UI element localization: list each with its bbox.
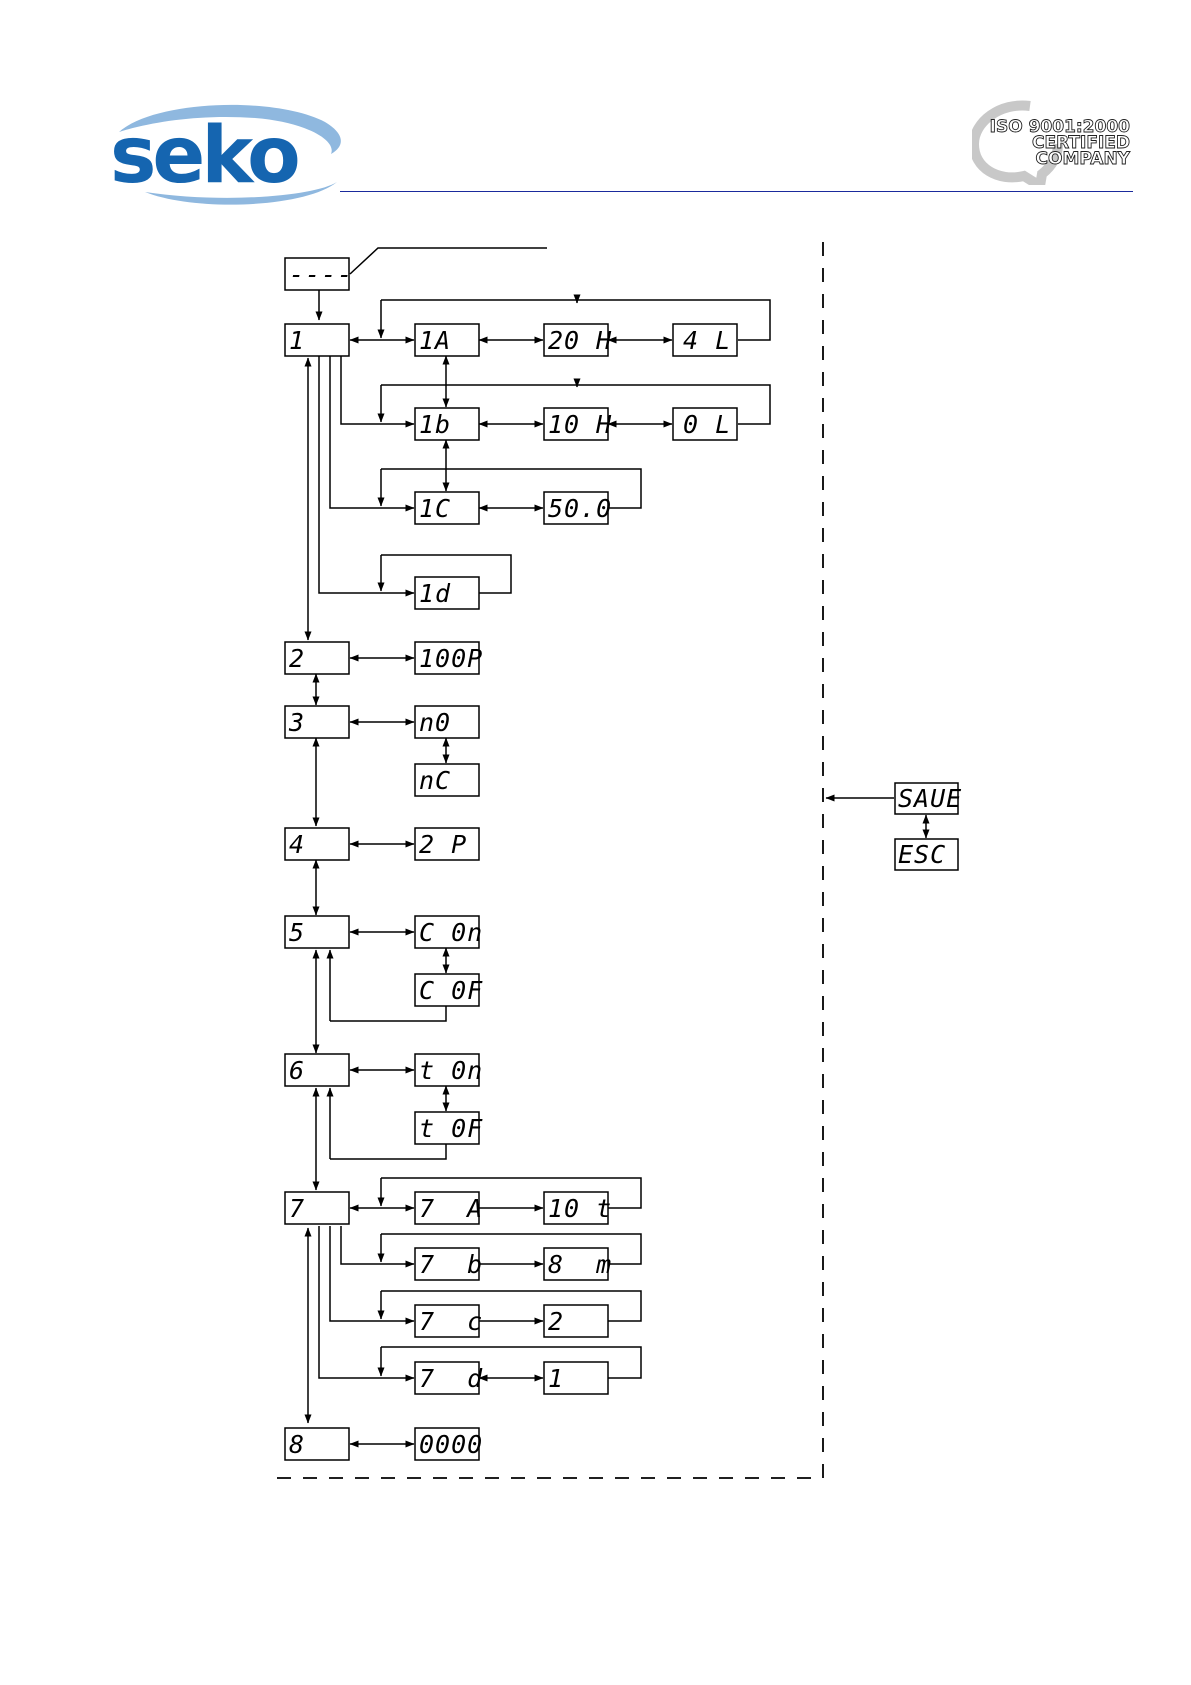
display-esc-label: ESC [898,840,946,869]
display-7d: 7 d [415,1362,483,1394]
display-7b-label: 7 b [419,1250,483,1279]
display-1b-high: 10 H [544,408,612,440]
display-7d-value: 1 [544,1362,608,1394]
display-menu-5: 5 [285,916,349,948]
display-3-nc-label: nC [419,766,451,795]
display-1a-high-label: 20 H [548,326,612,355]
display-8-value: 0000 [415,1428,483,1460]
display-7c-value: 2 [544,1305,608,1337]
display-5-off-label: C 0F [419,976,483,1005]
display-1b: 1b [415,408,479,440]
display-1b-low: 0 L [673,408,737,440]
display-1b-low-label: 0 L [683,410,731,439]
display-4-value-label: 2 P [419,830,467,859]
display-1c: 1C [415,492,479,524]
display-3-nc: nC [415,764,479,796]
display-7c: 7 c [415,1305,483,1337]
display-menu-6: 6 [285,1054,349,1086]
display-6-on-label: t 0n [419,1056,483,1085]
display-6-on: t 0n [415,1054,483,1086]
display-menu-3-label: 3 [288,708,305,737]
display-menu-2: 2 [285,642,349,674]
display-menu-4-label: 4 [289,830,305,859]
display-3-no-label: n0 [419,708,451,737]
display-7b-value: 8 m [544,1248,612,1280]
display-1a-low: 4 L [673,324,737,356]
display-5-on: C 0n [415,916,483,948]
display-menu-8-label: 8 [289,1430,305,1459]
display-7c-value-label: 2 [548,1307,564,1336]
display-3-no: n0 [415,706,479,738]
display-6-off-label: t 0F [419,1114,483,1143]
display-save: SAUE [895,783,962,814]
display-7c-label: 7 c [419,1307,483,1336]
display-1a-high: 20 H [544,324,612,356]
display-5-on-label: C 0n [419,918,483,947]
display-7a-value: 10 t [544,1192,612,1224]
display-menu-1-label: 1 [289,326,305,355]
display-6-off: t 0F [415,1112,483,1144]
start-pointer-line [350,248,547,274]
display-save-label: SAUE [898,784,962,813]
display-menu-2-label: 2 [289,644,305,673]
display-menu-8: 8 [285,1428,349,1460]
display-1d: 1d [415,577,479,609]
display-esc: ESC [895,839,958,870]
display-7a-value-label: 10 t [548,1194,612,1223]
display-2-value: 100P [415,642,483,674]
display-1c-value-label: 50.0 [548,494,612,523]
display-menu-7-label: 7 [289,1194,305,1223]
display-menu-5-label: 5 [289,918,305,947]
display-menu-1: 1 [285,324,349,356]
display-1c-label: 1C [419,494,451,523]
display-4-value: 2 P [415,828,479,860]
display-7b-value-label: 8 m [548,1250,612,1279]
display-menu-6-label: 6 [289,1056,305,1085]
display-7d-label: 7 d [419,1364,483,1393]
display-7a: 7 A [415,1192,483,1224]
display-1b-label: 1b [419,410,451,439]
display-start-label: ---- [289,260,353,289]
display-1c-value: 50.0 [544,492,612,524]
display-7b: 7 b [415,1248,483,1280]
display-start: ---- [285,258,353,290]
connector-lines [308,290,926,1444]
display-1a: 1A [415,324,479,356]
display-2-value-label: 100P [419,644,483,673]
display-8-value-label: 0000 [419,1430,483,1459]
display-1a-low-label: 4 L [683,326,731,355]
display-menu-7: 7 [285,1192,349,1224]
display-1a-label: 1A [419,326,451,355]
display-menu-3: 3 [285,706,349,738]
display-5-off: C 0F [415,974,483,1006]
display-7d-value-label: 1 [548,1364,564,1393]
display-7a-label: 7 A [419,1194,483,1223]
display-1b-high-label: 10 H [548,410,612,439]
display-menu-4: 4 [285,828,349,860]
display-1d-label: 1d [419,579,451,608]
